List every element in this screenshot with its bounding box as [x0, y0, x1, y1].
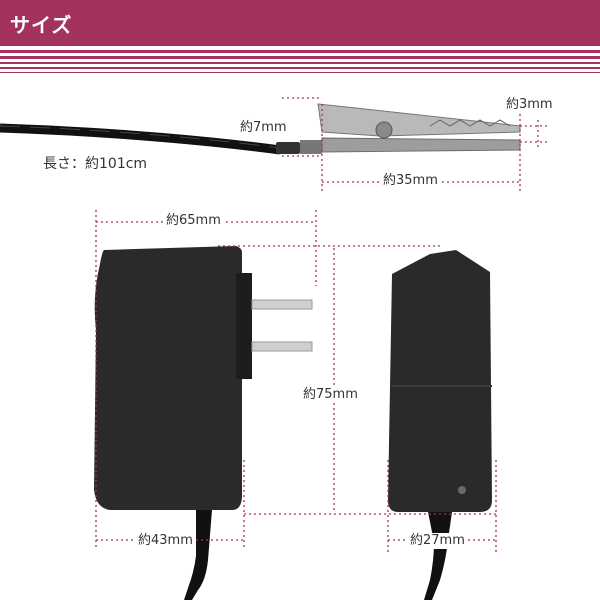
section-header: サイズ	[0, 0, 600, 46]
section-title: サイズ	[10, 13, 73, 37]
header-stripes	[0, 46, 600, 80]
adapter-side-image	[94, 246, 313, 600]
cable-image	[0, 123, 281, 155]
label-cable-length: 長さ：約101cm	[41, 156, 150, 172]
label-adapter-depth: 約43mm	[136, 533, 195, 549]
label-clip-height: 約7mm	[238, 120, 289, 136]
label-adapter-front-width: 約27mm	[408, 533, 467, 549]
clip-dimension-guides	[282, 97, 548, 192]
label-clip-length: 約35mm	[381, 173, 440, 189]
label-adapter-width: 約65mm	[164, 213, 223, 229]
alligator-clip-image	[276, 103, 521, 154]
label-clip-tip: 約3mm	[504, 97, 555, 113]
label-adapter-height: 約75mm	[301, 387, 360, 403]
